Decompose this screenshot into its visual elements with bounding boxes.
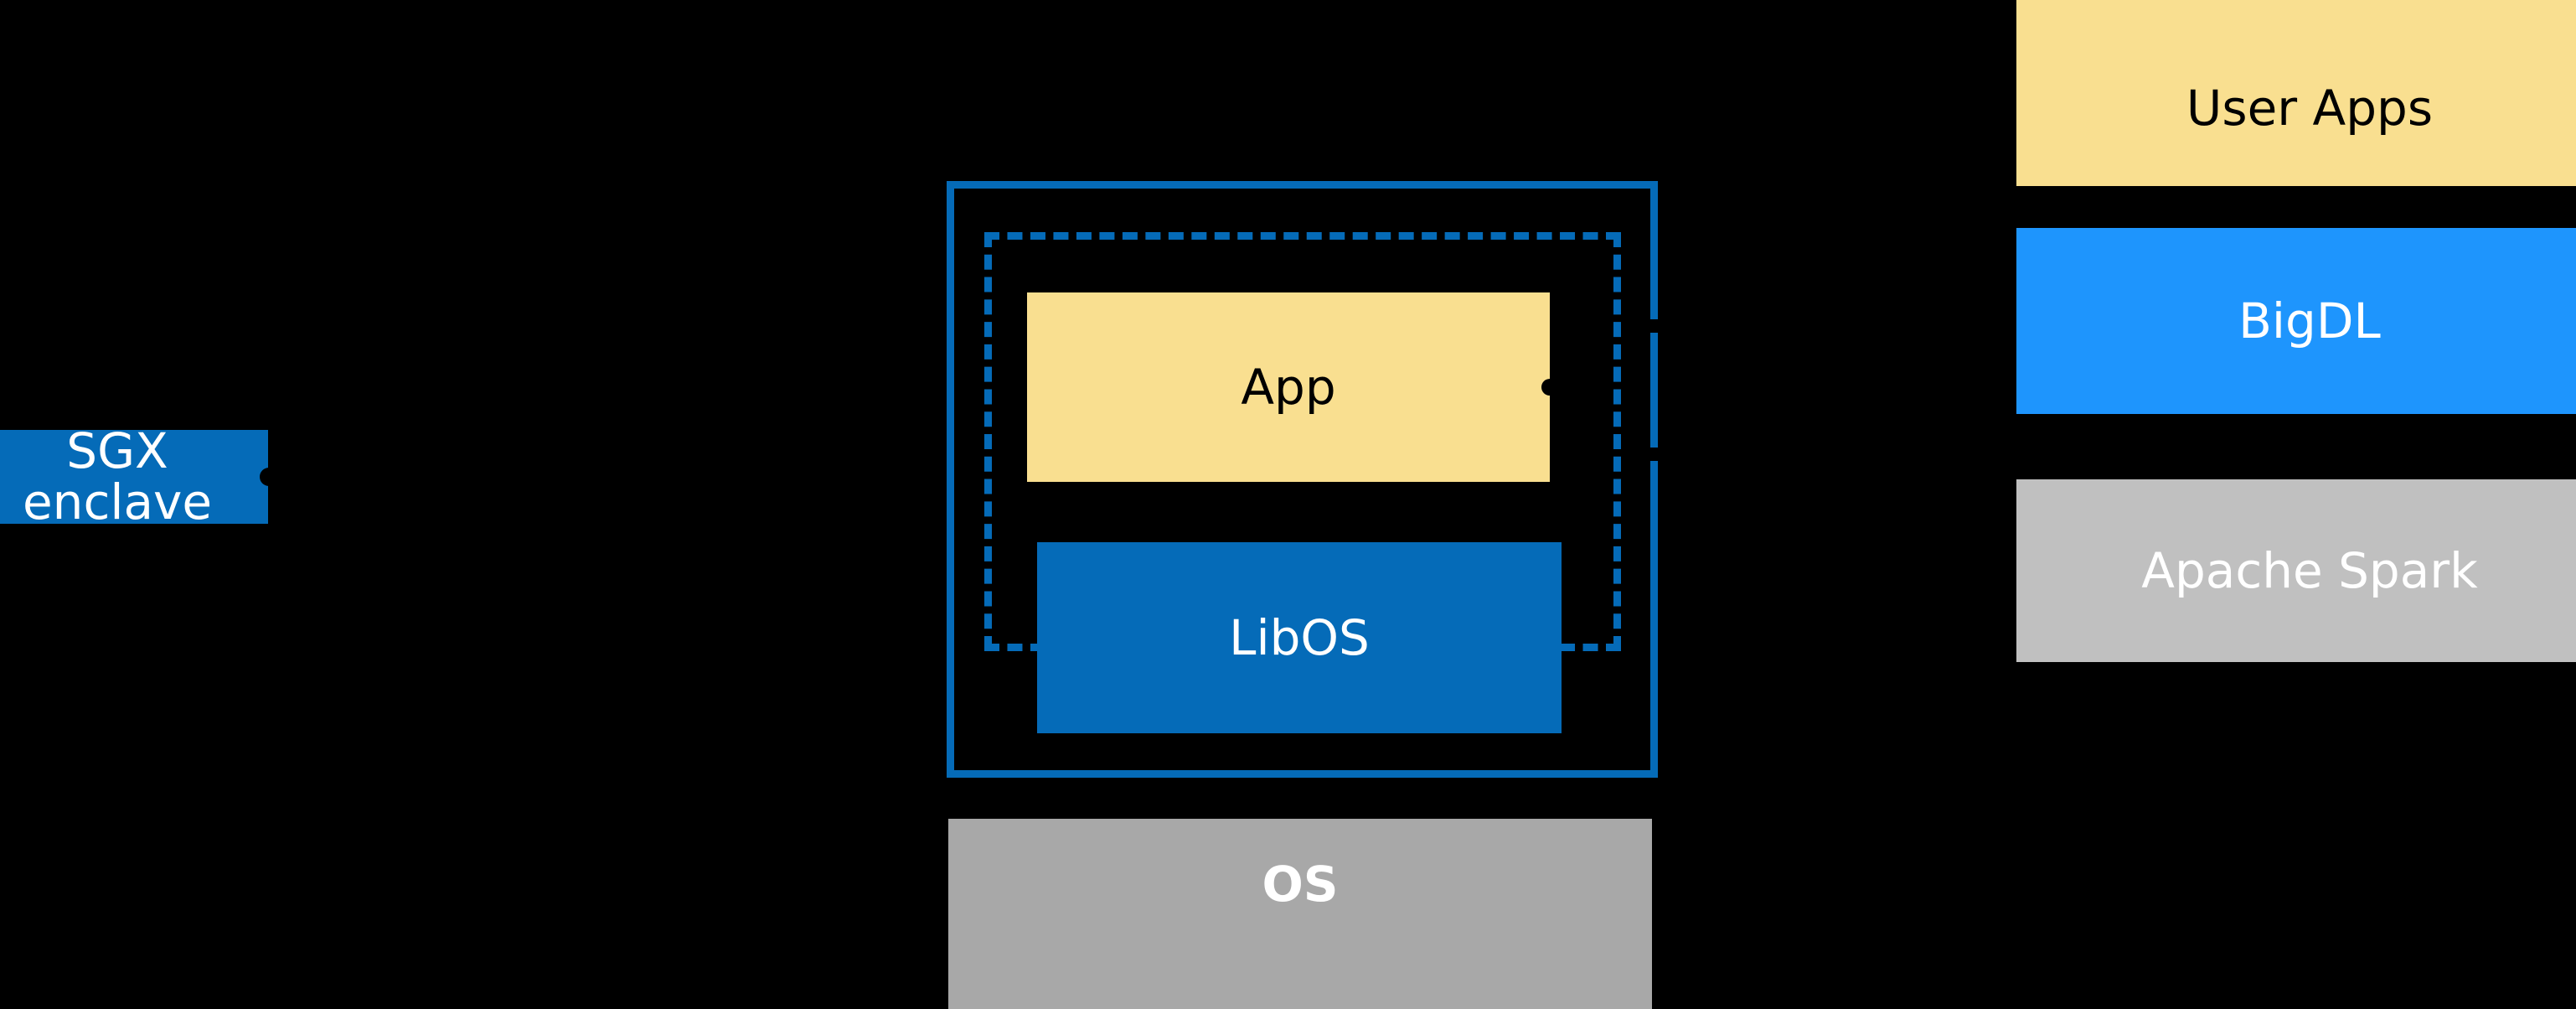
sgx-enclave-label: SGX enclave xyxy=(23,422,212,530)
frame-notch-bottom-icon xyxy=(1641,448,1670,461)
os-label: OS xyxy=(1262,856,1339,913)
bigdl-box[interactable]: BigDL xyxy=(2016,228,2576,414)
bigdl-label: BigDL xyxy=(2238,292,2381,349)
arrow-head-icon xyxy=(260,468,278,486)
user-apps-label: User Apps xyxy=(2186,80,2434,137)
app-box[interactable]: App xyxy=(1027,292,1550,482)
enclave-frame-solid xyxy=(947,181,1658,778)
libos-box[interactable]: LibOS xyxy=(1037,542,1562,733)
apache-spark-box[interactable]: Apache Spark xyxy=(2016,479,2576,662)
libos-label: LibOS xyxy=(1229,608,1370,666)
app-label: App xyxy=(1241,358,1336,416)
frame-notch-top-icon xyxy=(1641,319,1670,333)
user-apps-box[interactable]: User Apps xyxy=(2016,0,2576,186)
os-box[interactable]: OS xyxy=(948,819,1652,1009)
sgx-enclave-box[interactable]: SGX enclave xyxy=(0,426,268,527)
apache-spark-label: Apache Spark xyxy=(2141,541,2478,599)
app-arrow-head-icon xyxy=(1541,379,1558,396)
